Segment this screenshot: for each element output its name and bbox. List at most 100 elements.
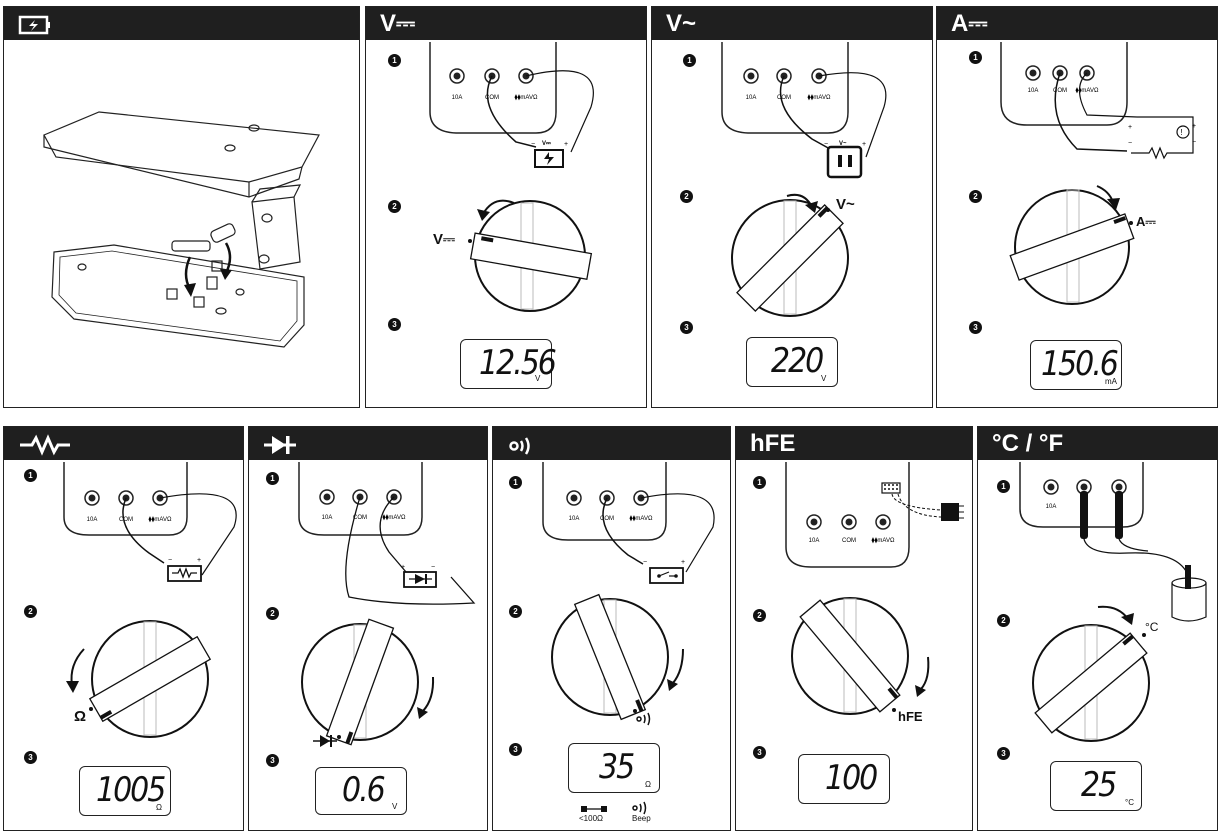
step-3-badge: 3: [969, 321, 982, 334]
lcd-unit: V: [392, 802, 398, 811]
svg-text:V⎓: V⎓: [542, 141, 551, 147]
lcd-value: 25: [1081, 765, 1117, 806]
panel-battery-install: [3, 6, 360, 408]
panel-title: A⎓: [951, 10, 988, 37]
svg-text:10A: 10A: [746, 95, 757, 101]
battery-install-illustration: [43, 111, 320, 348]
step-3-badge: 3: [266, 754, 279, 767]
lcd-display: 220 V: [746, 337, 838, 387]
step-2-badge: 2: [753, 609, 766, 622]
step-1-badge: 1: [24, 469, 37, 482]
lcd-display: 35 Ω: [568, 743, 660, 793]
step-3-badge: 3: [509, 743, 522, 756]
panel-dc-current: A⎓ 1 2 3 10A COM ⧫⧫mAVΩ ! + − + − A⎓ 150…: [936, 6, 1218, 408]
lcd-unit: Ω: [156, 803, 162, 812]
panel-dc-voltage: V⎓ 1 2 3 10A COM ⧫⧫mAVΩ − + V⎓ V⎓: [365, 6, 647, 408]
step-3-badge: 3: [680, 321, 693, 334]
step-2-badge: 2: [388, 200, 401, 213]
dc-current-illustration: 10A COM ⧫⧫mAVΩ ! + − + −: [1000, 42, 1196, 305]
step-1-badge: 1: [683, 54, 696, 67]
caption-beep: Beep: [632, 814, 651, 823]
lcd-unit: V: [535, 374, 541, 383]
svg-text:⧫⧫mAVΩ: ⧫⧫mAVΩ: [1076, 87, 1099, 94]
panel-ac-voltage: V~ 1 2 3 10A COM ⧫⧫mAVΩ − + V~ V~ 220 V: [651, 6, 933, 408]
dial-label-dca: A⎓: [1136, 214, 1156, 229]
panel-title: hFE: [750, 430, 796, 457]
lcd-unit: Ω: [645, 780, 651, 789]
svg-text:COM: COM: [119, 517, 133, 523]
svg-text:−: −: [531, 141, 535, 148]
svg-text:10A: 10A: [569, 516, 580, 522]
dc-voltage-illustration: 10A COM ⧫⧫mAVΩ − + V⎓: [429, 42, 594, 312]
ac-voltage-illustration: 10A COM ⧫⧫mAVΩ − + V~: [721, 42, 887, 317]
resistor-icon: [20, 433, 70, 456]
rotary-dial: [468, 199, 593, 312]
svg-text:⧫⧫mAVΩ: ⧫⧫mAVΩ: [630, 515, 653, 522]
lcd-unit: °C: [1125, 798, 1134, 807]
lcd-display: 25 °C: [1050, 761, 1142, 811]
svg-text:⧫⧫mAVΩ: ⧫⧫mAVΩ: [515, 94, 538, 101]
continuity-icon: [509, 436, 530, 455]
rotary-dial: [301, 618, 435, 747]
panel-continuity: 1 2 3 10A COM ⧫⧫mAVΩ − +: [492, 426, 731, 831]
lcd-value: 12.56: [479, 343, 557, 384]
hfe-illustration: 10A COM ⧫⧫mAVΩ: [785, 462, 964, 715]
lcd-value: 35: [599, 747, 635, 788]
step-1-badge: 1: [388, 54, 401, 67]
lcd-unit: mA: [1105, 377, 1117, 386]
svg-text:−: −: [824, 141, 828, 148]
panel-title: °C / °F: [992, 430, 1064, 457]
dial-label-temp: °C: [1145, 620, 1159, 634]
rotary-dial: [1032, 605, 1150, 742]
svg-text:!: !: [1181, 128, 1183, 137]
lcd-value: 100: [825, 758, 878, 799]
temperature-illustration: 10A: [1019, 462, 1207, 742]
panel-resistance: 1 2 3 10A COM ⧫⧫mAVΩ − + Ω 1005 Ω: [3, 426, 244, 831]
svg-text:10A: 10A: [1046, 504, 1057, 510]
svg-text:+: +: [1192, 123, 1196, 130]
step-3-badge: 3: [24, 751, 37, 764]
lcd-value: 1005: [96, 770, 166, 811]
panel-title: V⎓: [380, 10, 416, 37]
svg-text:−: −: [1192, 139, 1196, 146]
svg-text:COM: COM: [1053, 88, 1067, 94]
svg-text:10A: 10A: [452, 95, 463, 101]
svg-text:⧫⧫mAVΩ: ⧫⧫mAVΩ: [383, 514, 406, 521]
svg-text:COM: COM: [353, 515, 367, 521]
svg-text:10A: 10A: [809, 538, 820, 544]
svg-text:10A: 10A: [322, 515, 333, 521]
svg-text:COM: COM: [485, 95, 499, 101]
svg-text:+: +: [681, 559, 685, 566]
rotary-dial: [731, 193, 849, 317]
lcd-value: 0.6: [342, 770, 386, 811]
lcd-unit: V: [821, 374, 827, 383]
lcd-display: 1005 Ω: [79, 766, 171, 816]
dial-label-hfe: hFE: [898, 709, 923, 724]
lcd-display: 12.56 V: [460, 339, 557, 389]
svg-text:10A: 10A: [1028, 88, 1039, 94]
dial-label-acv: V~: [836, 196, 855, 213]
panel-header: °C / °F: [978, 427, 1217, 460]
svg-text:+: +: [1128, 124, 1132, 131]
panel-header: [4, 7, 359, 40]
lcd-display: 150.6 mA: [1030, 340, 1122, 390]
panel-header: A⎓: [937, 7, 1217, 40]
svg-text:⧫⧫mAVΩ: ⧫⧫mAVΩ: [149, 516, 172, 523]
step-1-badge: 1: [266, 472, 279, 485]
diode-illustration: 10A COM ⧫⧫mAVΩ + −: [298, 462, 476, 747]
step-2-badge: 2: [266, 607, 279, 620]
caption-less-than-100-ohm: <100Ω: [579, 814, 603, 823]
step-2-badge: 2: [24, 605, 37, 618]
step-1-badge: 1: [969, 51, 982, 64]
svg-text:COM: COM: [777, 95, 791, 101]
svg-text:−: −: [431, 564, 435, 571]
panel-header: V~: [652, 7, 932, 40]
step-1-badge: 1: [509, 476, 522, 489]
diode-icon: [264, 435, 296, 454]
panel-hfe: hFE 1 2 3 10A COM ⧫⧫mAVΩ hFE 100: [735, 426, 973, 831]
svg-text:+: +: [564, 141, 568, 148]
lcd-display: 0.6 V: [315, 767, 407, 815]
dial-label-dcv: V⎓: [433, 231, 455, 248]
lcd-value: 150.6: [1041, 344, 1119, 385]
step-2-badge: 2: [969, 190, 982, 203]
